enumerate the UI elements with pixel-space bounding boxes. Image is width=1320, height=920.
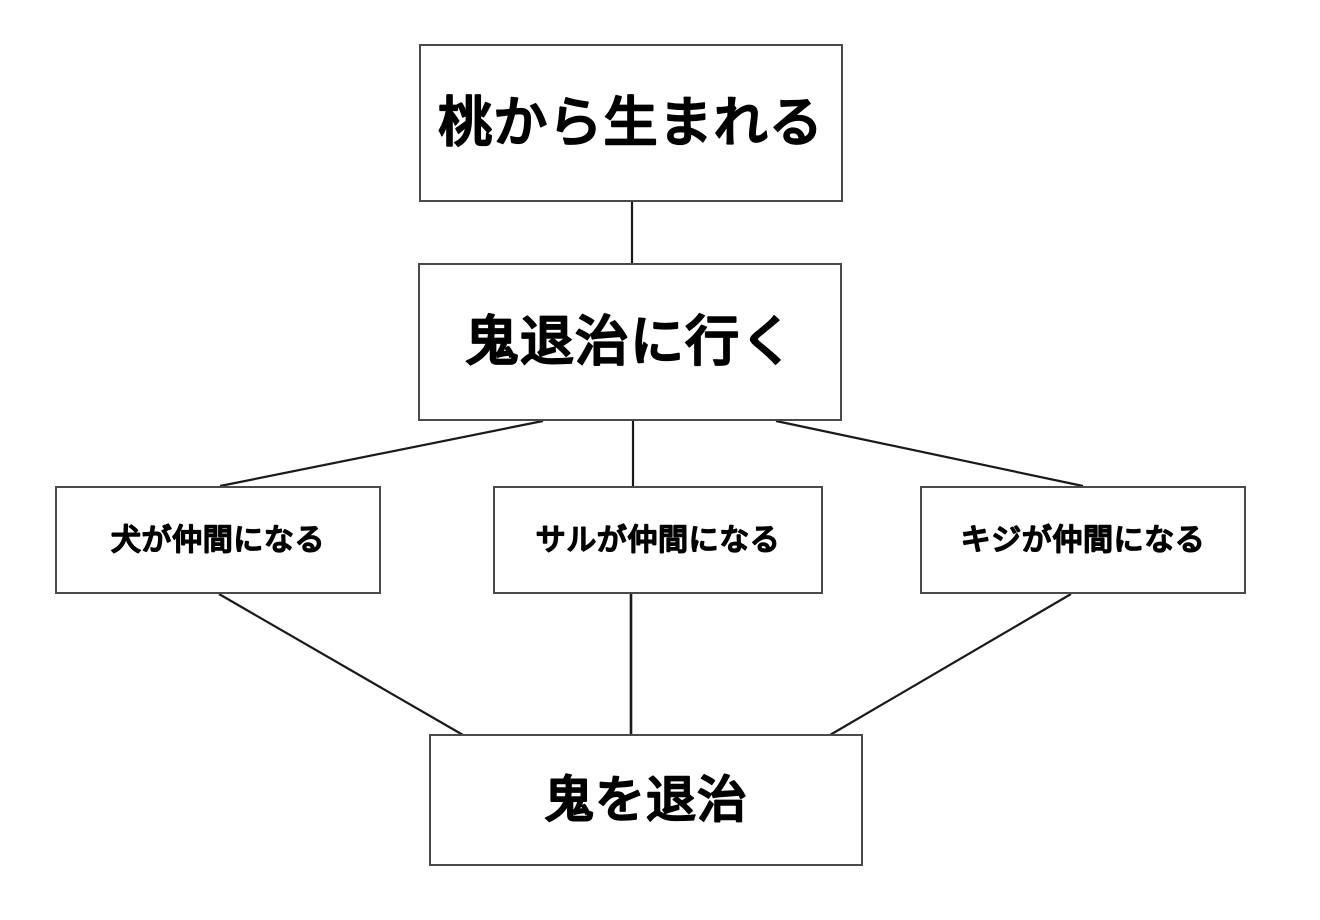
node-pheasant-label: キジが仲間になる <box>960 522 1206 558</box>
node-dog[interactable]: 犬が仲間になる <box>55 486 381 594</box>
edge-dog-defeat <box>218 593 464 736</box>
edge-journey-pheasant <box>775 419 1084 488</box>
node-dog-label: 犬が仲間になる <box>110 522 326 558</box>
node-monkey[interactable]: サルが仲間になる <box>493 486 823 594</box>
node-defeat[interactable]: 鬼を退治 <box>429 734 863 866</box>
node-monkey-label: サルが仲間になる <box>535 522 781 558</box>
edge-journey-dog <box>219 419 544 488</box>
node-journey[interactable]: 鬼退治に行く <box>418 263 842 421</box>
edge-pheasant-defeat <box>829 593 1072 736</box>
node-birth[interactable]: 桃から生まれる <box>419 44 843 202</box>
node-pheasant[interactable]: キジが仲間になる <box>920 486 1246 594</box>
node-birth-label: 桃から生まれる <box>438 91 824 155</box>
node-defeat-label: 鬼を退治 <box>544 770 748 829</box>
node-journey-label: 鬼退治に行く <box>464 310 796 374</box>
